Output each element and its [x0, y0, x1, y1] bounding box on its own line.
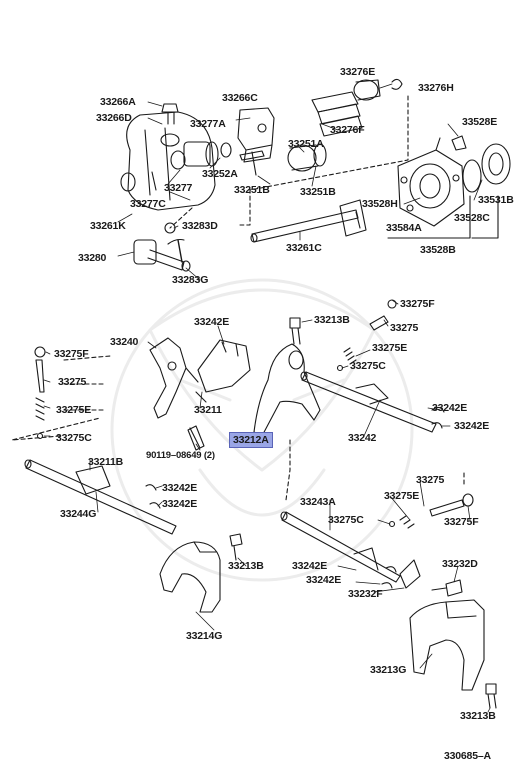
label-33242E-left-a: 33242E [162, 482, 198, 494]
label-33275E-upper: 33275E [372, 342, 408, 354]
label-33280: 33280 [78, 252, 107, 264]
label-33251A: 33251A [288, 138, 324, 150]
label-33275-upper: 33275 [390, 322, 419, 334]
label-33242E-right-a: 33242E [432, 402, 468, 414]
label-33212A-highlighted[interactable]: 33212A [229, 432, 273, 448]
label-33242E-left-b: 33242E [162, 498, 198, 510]
label-33213B-upper: 33213B [314, 314, 350, 326]
label-33261K: 33261K [90, 220, 126, 232]
label-33277C: 33277C [130, 198, 166, 210]
label-33261C: 33261C [286, 242, 322, 254]
label-33528B: 33528B [420, 244, 456, 256]
diagram-ref-code: 330685–A [444, 750, 491, 762]
label-33275C-upper: 33275C [350, 360, 386, 372]
label-33214G: 33214G [186, 630, 223, 642]
label-33276H: 33276H [418, 82, 454, 94]
label-33275C-left: 33275C [56, 432, 92, 444]
label-33243A: 33243A [300, 496, 336, 508]
label-33251B-lower: 33251B [300, 186, 336, 198]
label-33283D: 33283D [182, 220, 218, 232]
label-33244G: 33244G [60, 508, 97, 520]
label-33242: 33242 [348, 432, 377, 444]
label-33242E-lower-a: 33242E [292, 560, 328, 572]
label-33584A: 33584A [386, 222, 422, 234]
bearing-retainer-group [387, 135, 511, 239]
label-33283G: 33283G [172, 274, 209, 286]
label-33277: 33277 [164, 182, 193, 194]
label-33242E-right-b: 33242E [454, 420, 490, 432]
label-33213B-mid: 33213B [228, 560, 264, 572]
label-33275-left: 33275 [58, 376, 87, 388]
label-33232F: 33232F [348, 588, 383, 600]
label-33252A: 33252A [202, 168, 238, 180]
lower-left-group [24, 459, 243, 613]
label-33275-lower: 33275 [416, 474, 445, 486]
label-33211B: 33211B [88, 456, 124, 468]
label-33531B: 33531B [478, 194, 514, 206]
label-33275F-lower: 33275F [444, 516, 479, 528]
label-33277A: 33277A [190, 118, 226, 130]
label-33275F-upper: 33275F [400, 298, 435, 310]
label-33275E-lower: 33275E [384, 490, 420, 502]
selector-housing-group [120, 78, 409, 272]
shift-lever-group [11, 299, 445, 501]
label-33211: 33211 [194, 404, 222, 416]
label-33266A: 33266A [100, 96, 136, 108]
label-33275F-left: 33275F [54, 348, 89, 360]
label-33275C-lower: 33275C [328, 514, 364, 526]
label-33213B-lower: 33213B [460, 710, 496, 722]
label-33242E-lower-b: 33242E [306, 574, 342, 586]
lower-right-group [280, 469, 497, 709]
label-33528E: 33528E [462, 116, 498, 128]
label-33275E-left: 33275E [56, 404, 92, 416]
label-33276F: 33276F [330, 124, 365, 136]
label-33242E-upper: 33242E [194, 316, 230, 328]
label-33266C: 33266C [222, 92, 258, 104]
label-33528H: 33528H [362, 198, 398, 210]
label-33240: 33240 [110, 336, 139, 348]
label-33528C: 33528C [454, 212, 490, 224]
label-33232D: 33232D [442, 558, 478, 570]
label-90119-08649: 90119–08649 (2) [146, 450, 215, 461]
label-33266D: 33266D [96, 112, 132, 124]
label-33276E: 33276E [340, 66, 376, 78]
leader-lines [43, 83, 491, 713]
label-33251B-upper: 33251B [234, 184, 270, 196]
label-33213G: 33213G [370, 664, 407, 676]
